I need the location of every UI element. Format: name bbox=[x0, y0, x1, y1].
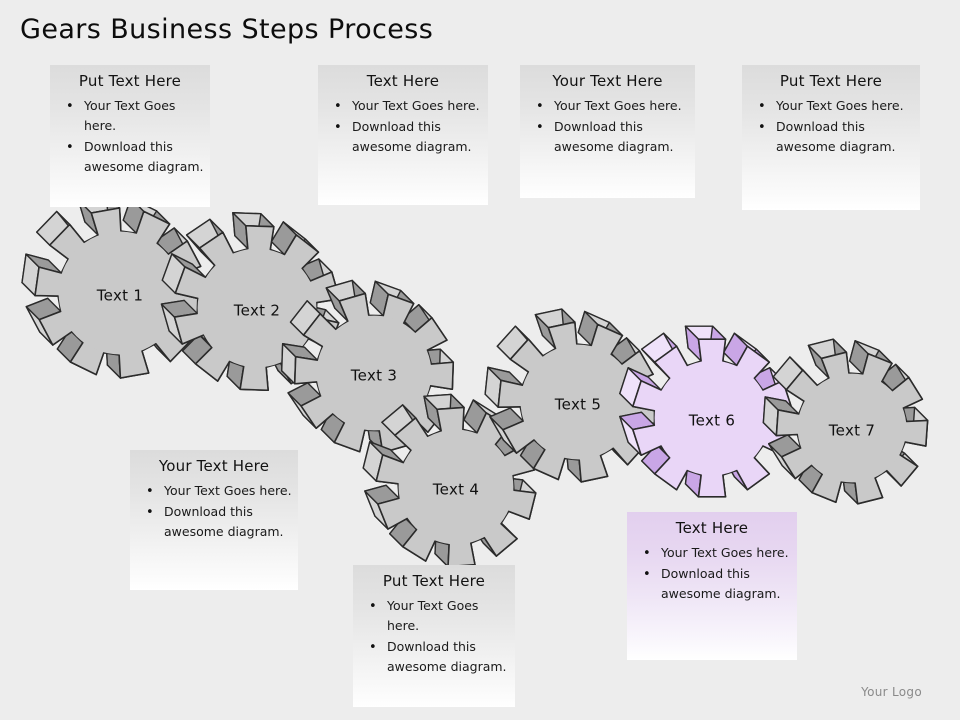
gear-7[interactable]: Text 7 bbox=[762, 338, 929, 505]
callout-title: Your Text Here bbox=[158, 457, 270, 475]
callout-bullet-list: • Your Text Goes here. • Download this awes… bbox=[520, 96, 695, 158]
callout-7[interactable]: Text Here • Your Text Goes here. • Download … bbox=[627, 512, 797, 660]
callout-title: Text Here bbox=[366, 72, 440, 90]
bullet-icon: • bbox=[66, 98, 74, 114]
list-item-text: Download this awesome diagram. bbox=[164, 503, 284, 539]
bullet-icon: • bbox=[536, 98, 544, 114]
bullet-icon: • bbox=[334, 119, 342, 135]
bullet-icon: • bbox=[758, 119, 766, 135]
bullet-icon: • bbox=[758, 98, 766, 114]
callout-3[interactable]: Your Text Here • Your Text Goes here. • Down… bbox=[520, 65, 695, 198]
bullet-icon: • bbox=[369, 598, 377, 614]
callout-5[interactable]: Your Text Here•Your Text Goes here.•Down… bbox=[130, 450, 298, 590]
gear-label: Text 4 bbox=[432, 481, 479, 499]
page-title: Gears Business Steps Process bbox=[20, 14, 434, 45]
list-item: • Download this awesome diagram. bbox=[361, 637, 509, 678]
gear-label: Text 2 bbox=[233, 302, 280, 320]
list-item-text: Download this awesome diagram. bbox=[554, 118, 674, 154]
list-item: • Your Text Goes here. bbox=[361, 596, 509, 637]
callout-1[interactable]: Put Text Here•Your Text Goes here.•Downl… bbox=[50, 65, 210, 207]
list-item-text: Download this awesome diagram. bbox=[352, 118, 472, 154]
list-item-text: Download this awesome diagram. bbox=[84, 139, 204, 175]
callout-6[interactable]: Put Text Here • Your Text Goes here. • Downl… bbox=[353, 565, 515, 707]
bullet-icon: • bbox=[146, 483, 154, 499]
bullet-icon: • bbox=[643, 566, 651, 582]
callout-bullet-list: • Your Text Goes here. • Download this awes… bbox=[130, 481, 298, 543]
bullet-icon: • bbox=[643, 545, 651, 561]
list-item-text: Download this awesome diagram. bbox=[661, 565, 781, 601]
callout-bullet-list: • Your Text Goes here. • Download this awes… bbox=[318, 96, 488, 158]
list-item: • Your Text Goes here. bbox=[58, 96, 204, 137]
callout-2[interactable]: Text Here • Your Text Goes here. • Download … bbox=[318, 65, 488, 205]
list-item-text: Your Text Goes here. bbox=[776, 97, 904, 113]
list-item: • Download this awesome diagram. bbox=[750, 117, 914, 158]
list-item: • Your Text Goes here. bbox=[138, 481, 292, 501]
list-item-text: Your Text Goes here. bbox=[554, 97, 682, 113]
list-item: • Your Text Goes here. bbox=[635, 543, 791, 563]
callout-bullet-list: • Your Text Goes here. • Download this awes… bbox=[627, 543, 797, 605]
list-item: • Download this awesome diagram. bbox=[635, 564, 791, 605]
callout-4[interactable]: Put Text Here • Your Text Goes here. • Downl… bbox=[742, 65, 920, 210]
gear-label: Text 1 bbox=[96, 287, 143, 305]
bullet-icon: • bbox=[334, 98, 342, 114]
bullet-icon: • bbox=[66, 140, 74, 155]
callout-title: Put Text Here bbox=[78, 72, 182, 90]
callout-title: Put Text Here bbox=[382, 572, 486, 590]
gear-3[interactable]: Text 3 bbox=[281, 279, 455, 454]
gear-label: Text 3 bbox=[350, 367, 397, 385]
list-item: • Your Text Goes here. bbox=[528, 96, 689, 116]
list-item: • Download this awesome diagram. bbox=[326, 117, 482, 158]
list-item: • Download this awesome diagram. bbox=[58, 137, 204, 178]
list-item: • Download this awesome diagram. bbox=[138, 502, 292, 543]
list-item: • Download this awesome diagram. bbox=[528, 117, 689, 158]
logo-text: Your Logo bbox=[861, 685, 922, 699]
list-item-text: Your Text Goes here. bbox=[661, 544, 789, 560]
callout-bullet-list: • Your Text Goes here. • Download this awes… bbox=[50, 96, 210, 178]
bullet-icon: • bbox=[536, 119, 544, 135]
gear-6[interactable]: Text 6 bbox=[619, 325, 792, 498]
list-item-text: Your Text Goes here. bbox=[352, 97, 480, 113]
callout-title: Your Text Here bbox=[552, 72, 663, 90]
gear-label: Text 5 bbox=[554, 396, 601, 414]
list-item: • Your Text Goes here. bbox=[750, 96, 914, 116]
gear-label: Text 7 bbox=[828, 422, 875, 440]
list-item-text: Download this awesome diagram. bbox=[387, 639, 507, 675]
list-item-text: Download this awesome diagram. bbox=[776, 118, 896, 154]
gear-1[interactable]: Text 1 bbox=[21, 194, 206, 379]
bullet-icon: • bbox=[146, 504, 154, 520]
gear-4[interactable]: Text 4 bbox=[362, 393, 537, 568]
list-item-text: Your Text Goes here. bbox=[164, 482, 292, 498]
callout-title: Put Text Here bbox=[779, 72, 883, 90]
list-item-text: Your Text Goes here. bbox=[84, 97, 176, 133]
callout-bullet-list: • Your Text Goes here. • Download this awes… bbox=[742, 96, 920, 158]
bullet-icon: • bbox=[369, 640, 377, 655]
callout-bullet-list: • Your Text Goes here. • Download this awes… bbox=[353, 596, 515, 678]
callout-title: Text Here bbox=[675, 519, 749, 537]
gear-label: Text 6 bbox=[688, 412, 735, 430]
list-item: • Your Text Goes here. bbox=[326, 96, 482, 116]
gear-5[interactable]: Text 5 bbox=[484, 308, 659, 483]
list-item-text: Your Text Goes here. bbox=[387, 597, 479, 633]
